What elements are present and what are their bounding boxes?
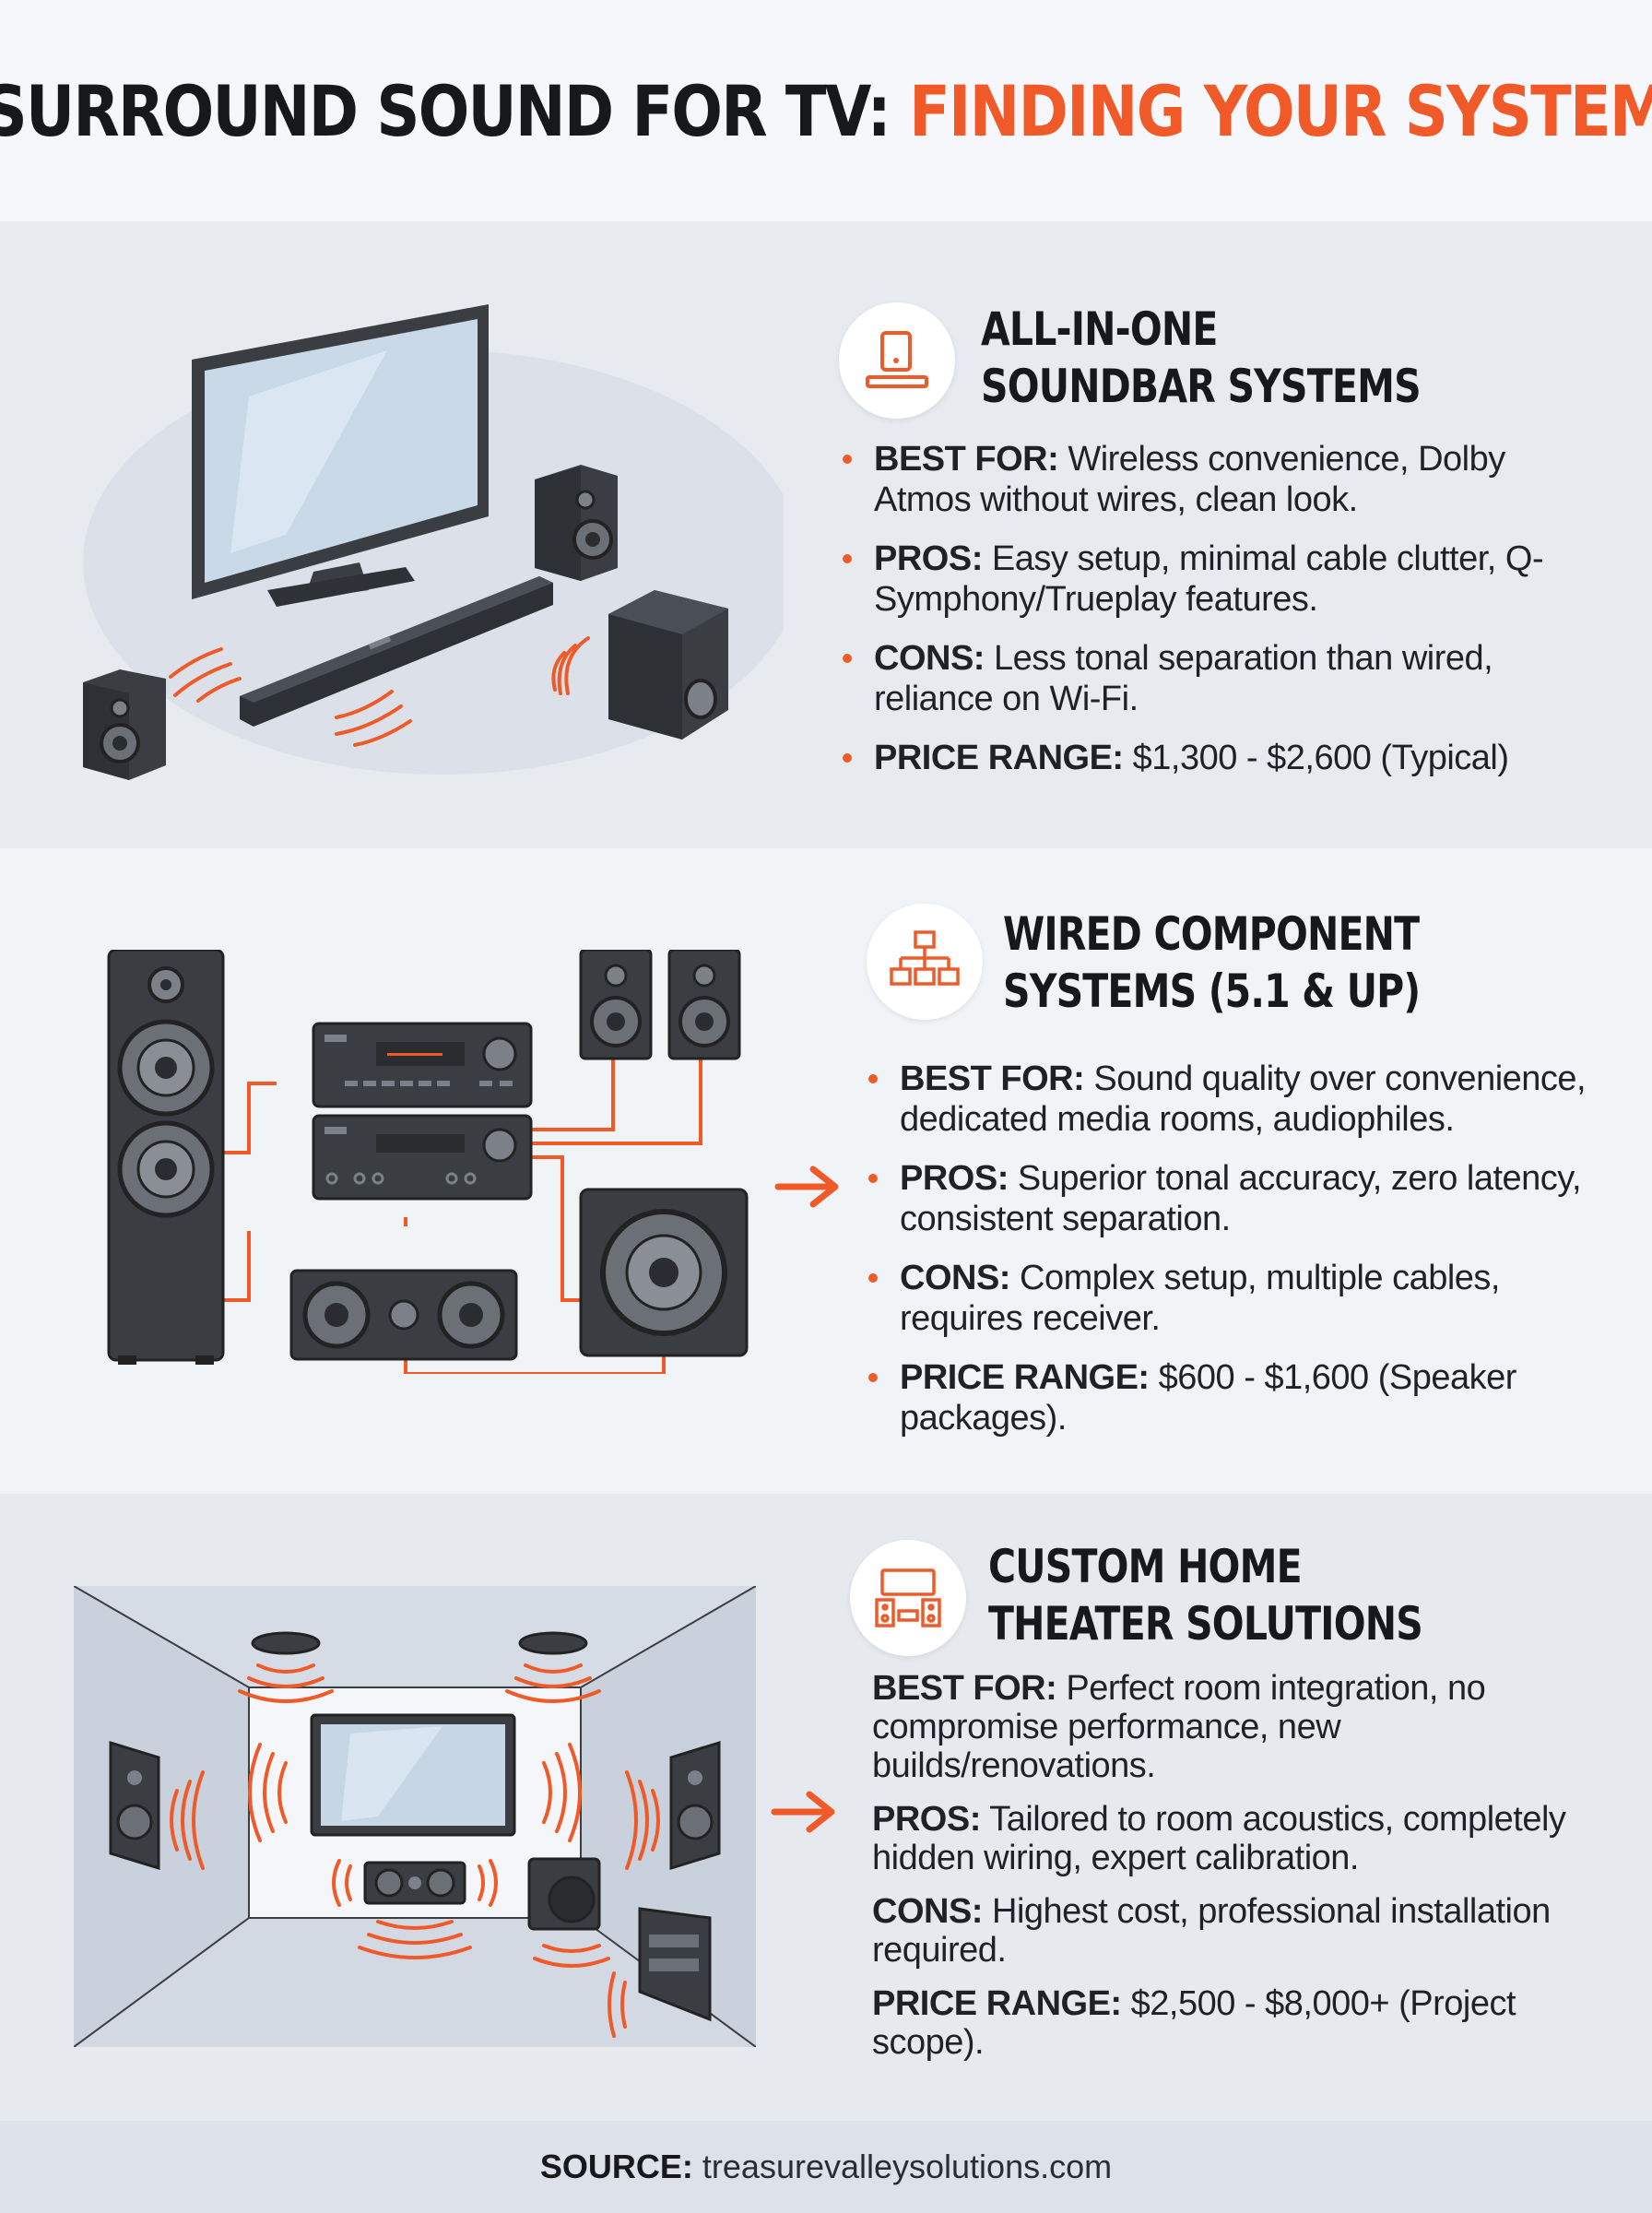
bullet-item: BEST FOR: Wireless convenience, Dolby At…: [837, 439, 1593, 520]
wired-setup-illustration: [107, 950, 749, 1374]
bullet-label: BEST FOR:: [874, 440, 1059, 479]
tower-speaker-icon: [107, 950, 225, 1365]
ceiling-speaker-icon: [518, 1631, 588, 1655]
ceiling-speaker-icon: [251, 1631, 321, 1655]
page-title: SURROUND SOUND FOR TV: FINDING YOUR SYST…: [0, 70, 1652, 152]
bullet-text: Complex setup, multiple cables, requires…: [900, 1259, 1501, 1338]
bullet-list: BEST FOR: Sound quality over convenience…: [863, 1059, 1619, 1457]
bullet-label: CONS:: [900, 1259, 1010, 1297]
arrow-right-icon: [774, 1166, 839, 1208]
heading-line: ALL-IN-ONE: [981, 302, 1218, 356]
bullet-label: CONS:: [872, 1892, 983, 1931]
heading-line: CUSTOM HOME: [988, 1540, 1303, 1593]
wired-badge: [867, 904, 983, 1020]
bullet-item: PROS: Superior tonal accuracy, zero late…: [863, 1158, 1619, 1239]
bullet-text: $2,500 - $8,000+ (Project scope).: [872, 1984, 1516, 2062]
bullet-text: Less tonal separation than wired, relian…: [874, 639, 1493, 718]
bullet-label: PRICE RANGE:: [900, 1358, 1150, 1397]
section-wired: WIRED COMPONENT SYSTEMS (5.1 & UP) BEST …: [0, 848, 1652, 1494]
section-soundbar: ALL-IN-ONE SOUNDBAR SYSTEMS BEST FOR: Wi…: [0, 221, 1652, 848]
bullet-label: PRICE RANGE:: [872, 1984, 1122, 2023]
bullet-item: PROS: Easy setup, minimal cable clutter,…: [837, 538, 1593, 620]
section-custom-theater: CUSTOM HOME THEATER SOLUTIONS BEST FOR: …: [0, 1494, 1652, 2121]
subwoofer-icon: [527, 1857, 601, 1931]
bullet-item: PROS: Tailored to room acoustics, comple…: [872, 1800, 1619, 1877]
bullet-text: Easy setup, minimal cable clutter, Q-Sym…: [874, 539, 1544, 619]
heading-line: SYSTEMS (5.1 & UP): [1003, 964, 1421, 1018]
center-speaker-icon: [289, 1269, 518, 1361]
source-label: SOURCE:: [539, 2148, 693, 2185]
sound-wave-icon: [169, 636, 590, 747]
header: SURROUND SOUND FOR TV: FINDING YOUR SYST…: [0, 0, 1652, 221]
left-speaker-icon: [83, 669, 166, 780]
subwoofer-icon: [608, 590, 728, 740]
subwoofer-icon: [579, 1188, 749, 1357]
bullet-text: $1,300 - $2,600 (Typical): [1132, 739, 1509, 777]
home-theater-icon: [875, 1568, 941, 1627]
bullet-list: BEST FOR: Perfect room integration, no c…: [872, 1669, 1619, 2077]
soundbar-icon: [240, 576, 553, 727]
center-speaker-icon: [363, 1861, 466, 1905]
soundbar-badge: [839, 302, 955, 419]
bullet-label: BEST FOR:: [900, 1059, 1085, 1098]
heading-line: SOUNDBAR SYSTEMS: [981, 360, 1422, 413]
bullet-text: Perfect room integration, no compromise …: [872, 1669, 1486, 1785]
source-footer: SOURCE: treasurevalleysolutions.com: [0, 2121, 1652, 2213]
heading-line: THEATER SOLUTIONS: [988, 1597, 1423, 1651]
network-diagram-icon: [890, 930, 960, 986]
bullet-item: CONS: Less tonal separation than wired, …: [837, 638, 1593, 719]
section-heading: CUSTOM HOME THEATER SOLUTIONS: [988, 1538, 1423, 1652]
tv-icon: [310, 1713, 516, 1837]
bullet-item: CONS: Highest cost, professional install…: [872, 1892, 1619, 1970]
arrow-right-icon: [771, 1791, 835, 1833]
theater-badge: [850, 1540, 966, 1656]
section-heading: ALL-IN-ONE SOUNDBAR SYSTEMS: [981, 301, 1422, 415]
bullet-text: Tailored to room acoustics, completely h…: [872, 1800, 1566, 1877]
bullet-item: PRICE RANGE: $600 - $1,600 (Speaker pack…: [863, 1357, 1619, 1438]
bullet-item: PRICE RANGE: $1,300 - $2,600 (Typical): [837, 738, 1593, 778]
sound-wave-icon: [170, 1663, 660, 2038]
bullet-text: Wireless convenience, Dolby Atmos withou…: [874, 440, 1505, 519]
bullet-label: CONS:: [874, 639, 985, 678]
soundbar-icon: [866, 331, 928, 388]
soundbar-setup-illustration: [83, 304, 784, 780]
home-theater-room-illustration: [74, 1586, 756, 2047]
bullet-item: BEST FOR: Sound quality over convenience…: [863, 1059, 1619, 1140]
source-link[interactable]: treasurevalleysolutions.com: [702, 2148, 1113, 2185]
bullet-label: BEST FOR:: [872, 1669, 1057, 1708]
equipment-rack-icon: [638, 1907, 712, 2022]
bullet-label: PROS:: [874, 539, 983, 578]
bullet-text: Sound quality over convenience, dedicate…: [900, 1059, 1587, 1139]
page-title-main: SURROUND SOUND FOR TV:: [0, 69, 891, 152]
bullet-list: BEST FOR: Wireless convenience, Dolby At…: [837, 439, 1593, 797]
bullet-item: BEST FOR: Perfect room integration, no c…: [872, 1669, 1619, 1785]
in-wall-speaker-icon: [109, 1740, 721, 1871]
amplifier-icon: [312, 1114, 533, 1201]
bookshelf-speaker-icon: [579, 950, 741, 1060]
receiver-icon: [312, 1022, 533, 1108]
bullet-item: PRICE RANGE: $2,500 - $8,000+ (Project s…: [872, 1984, 1619, 2062]
bullet-label: PROS:: [900, 1159, 1009, 1198]
bullet-text: Superior tonal accuracy, zero latency, c…: [900, 1159, 1582, 1238]
tv-icon: [192, 304, 489, 607]
bullet-text: $600 - $1,600 (Speaker packages).: [900, 1358, 1516, 1438]
heading-line: WIRED COMPONENT: [1003, 907, 1420, 961]
bullet-label: PRICE RANGE:: [874, 739, 1124, 777]
bullet-text: Highest cost, professional installation …: [872, 1892, 1551, 1970]
satellite-speaker-icon: [535, 465, 618, 581]
bullet-label: PROS:: [872, 1800, 981, 1839]
section-heading: WIRED COMPONENT SYSTEMS (5.1 & UP): [1003, 905, 1421, 1020]
bullet-item: CONS: Complex setup, multiple cables, re…: [863, 1258, 1619, 1339]
page-title-accent: FINDING YOUR SYSTEM: [909, 69, 1652, 152]
